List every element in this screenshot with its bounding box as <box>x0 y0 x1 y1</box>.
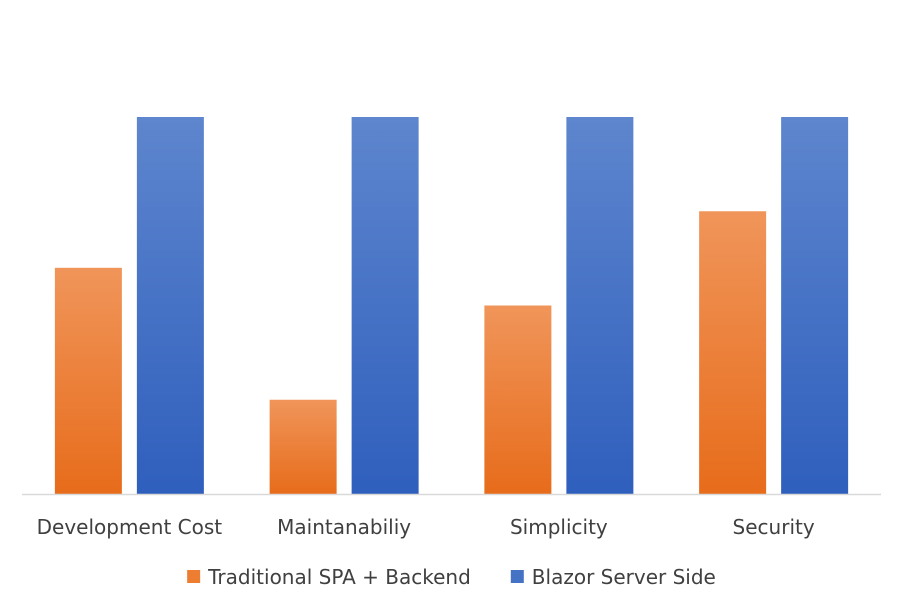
bar-blazor-server-1 <box>351 117 419 494</box>
legend-label: Traditional SPA + Backend <box>207 565 471 589</box>
legend-item: Traditional SPA + Backend <box>187 565 471 589</box>
bars-group <box>54 117 849 494</box>
category-labels: Development Cost Maintanabiliy Simplicity S… <box>37 515 815 539</box>
bar-blazor-server-0 <box>136 117 204 494</box>
bar-traditional-spa-1 <box>269 399 337 494</box>
category-label: Development Cost <box>37 515 223 539</box>
legend-swatch <box>187 570 201 583</box>
bar-blazor-server-2 <box>566 117 634 494</box>
category-label: Simplicity <box>510 515 608 539</box>
category-label: Maintanabiliy <box>277 515 411 539</box>
bar-traditional-spa-2 <box>484 305 552 494</box>
legend: Traditional SPA + Backend Blazor Server S… <box>187 565 716 589</box>
legend-label: Blazor Server Side <box>532 565 716 589</box>
legend-swatch <box>510 570 524 583</box>
bar-traditional-spa-3 <box>699 211 767 494</box>
bar-traditional-spa-0 <box>54 267 122 494</box>
category-label: Security <box>733 515 815 539</box>
legend-item: Blazor Server Side <box>510 565 716 589</box>
bar-blazor-server-3 <box>781 117 849 494</box>
